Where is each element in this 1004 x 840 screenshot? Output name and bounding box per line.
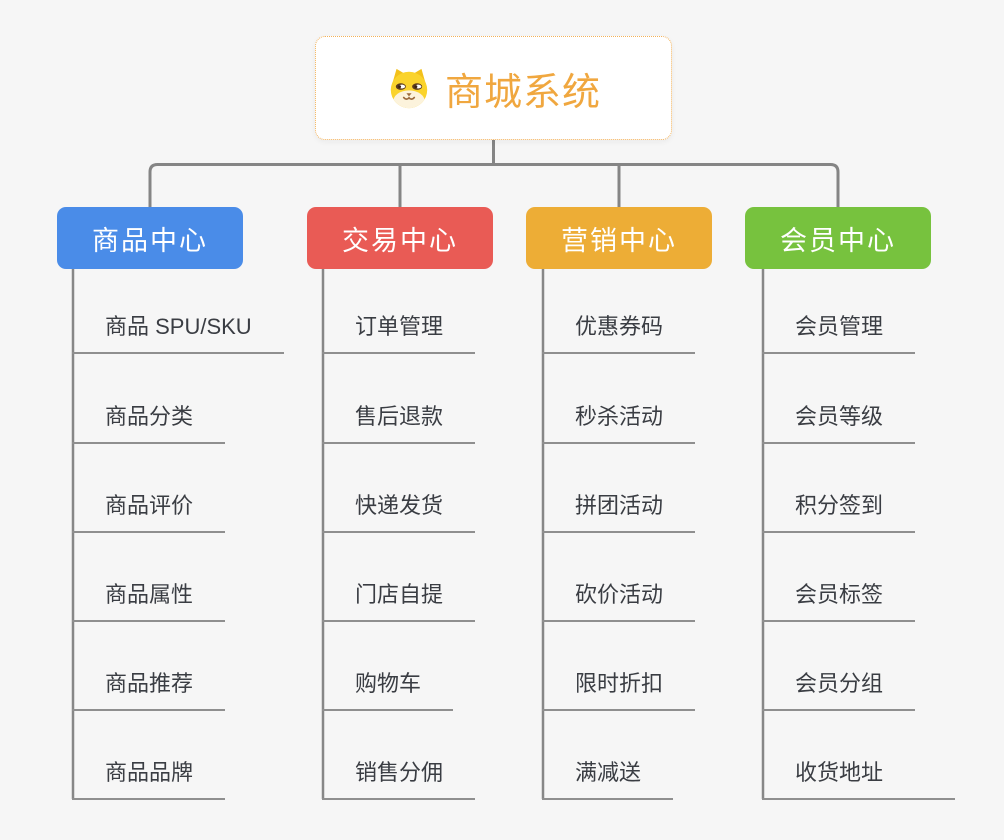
leaf-node[interactable]: 商品品牌	[72, 756, 226, 800]
leaf-node[interactable]: 商品 SPU/SKU	[72, 310, 284, 354]
root-title: 商城系统	[444, 71, 601, 114]
branch-label: 交易中心	[342, 225, 458, 256]
branch-label: 会员中心	[780, 225, 896, 256]
leaf-node[interactable]: 售后退款	[322, 400, 476, 444]
leaf-node[interactable]: 购物车	[322, 667, 454, 711]
leaf-node[interactable]: 砍价活动	[542, 578, 696, 622]
leaf-node[interactable]: 商品推荐	[72, 667, 226, 711]
leaf-node[interactable]: 销售分佣	[322, 756, 476, 800]
leaf-node[interactable]: 商品评价	[72, 489, 226, 533]
leaf-node[interactable]: 满减送	[542, 756, 674, 800]
leaf-node[interactable]: 积分签到	[762, 489, 916, 533]
leaf-node[interactable]: 商品分类	[72, 400, 226, 444]
leaf-node[interactable]: 商品属性	[72, 578, 226, 622]
branch-member-center[interactable]: 会员中心	[745, 207, 931, 269]
leaf-node[interactable]: 收货地址	[762, 756, 956, 800]
branch-label: 营销中心	[561, 225, 677, 256]
leaf-node[interactable]: 秒杀活动	[542, 400, 696, 444]
leaf-node[interactable]: 会员等级	[762, 400, 916, 444]
leaf-node[interactable]: 快递发货	[322, 489, 476, 533]
leaf-node[interactable]: 会员管理	[762, 310, 916, 354]
leaf-node[interactable]: 订单管理	[322, 310, 476, 354]
leaf-node[interactable]: 会员标签	[762, 578, 916, 622]
leaf-node[interactable]: 限时折扣	[542, 667, 696, 711]
leaf-node[interactable]: 门店自提	[322, 578, 476, 622]
leaf-node[interactable]: 优惠券码	[542, 310, 696, 354]
leaf-node[interactable]: 会员分组	[762, 667, 916, 711]
root-node[interactable]: 商城系统	[315, 36, 672, 140]
shiba-dog-icon	[390, 68, 428, 109]
branch-label: 商品中心	[92, 225, 208, 256]
branch-trade-center[interactable]: 交易中心	[307, 207, 493, 269]
branch-marketing-center[interactable]: 营销中心	[526, 207, 712, 269]
leaf-node[interactable]: 拼团活动	[542, 489, 696, 533]
branch-product-center[interactable]: 商品中心	[57, 207, 243, 269]
